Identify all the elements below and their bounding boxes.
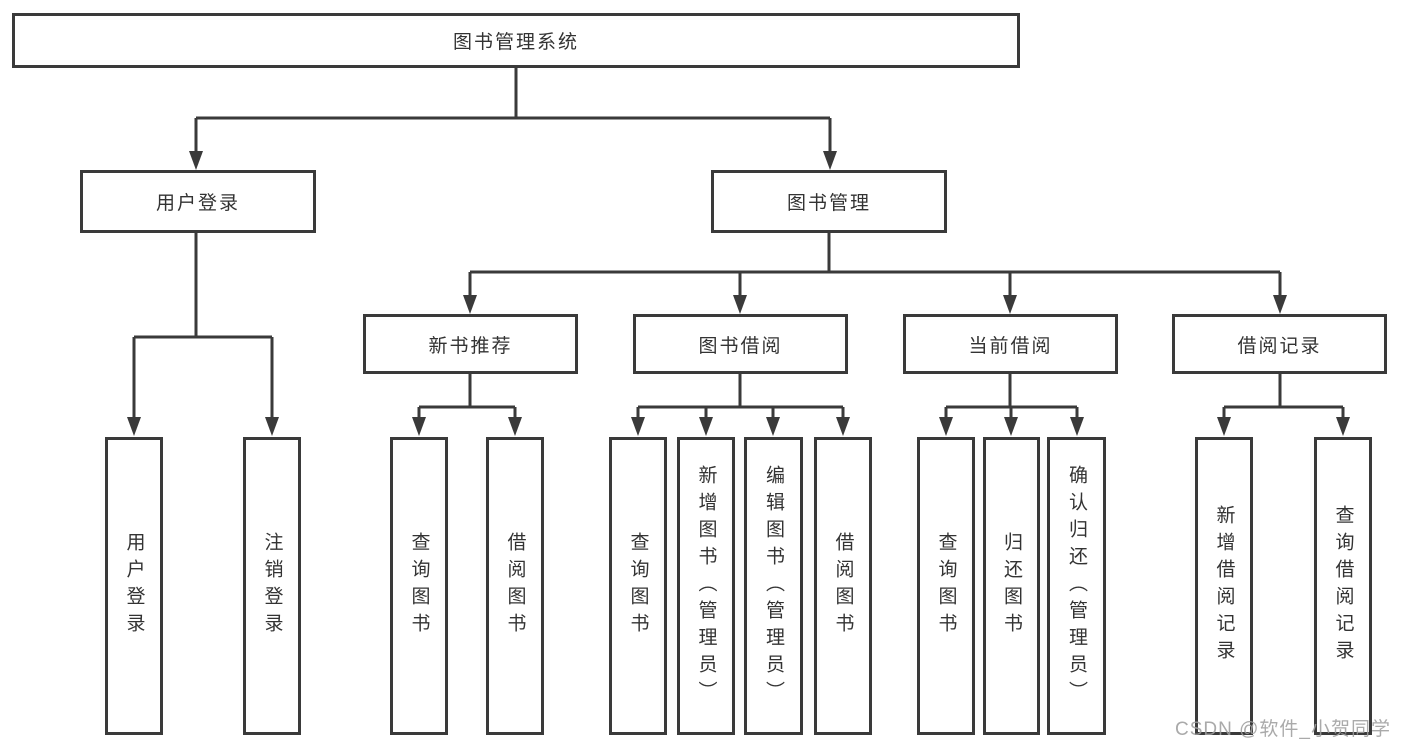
node-borrow-records: 借阅记录 [1172,314,1387,374]
node-current-borrow: 当前借阅 [903,314,1118,374]
leaf-add-book-admin: 新增图书（管理员） [677,437,735,735]
leaf-edit-book-admin: 编辑图书（管理员） [744,437,803,735]
csdn-watermark: CSDN @软件_小贺同学 [1175,719,1391,740]
leaf-recommend-query-books: 查询图书 [390,437,448,735]
node-new-book-recommend: 新书推荐 [363,314,578,374]
leaf-recommend-borrow-books: 借阅图书 [486,437,544,735]
node-book-borrow: 图书借阅 [633,314,848,374]
leaf-query-borrow-record: 查询借阅记录 [1314,437,1372,735]
leaf-confirm-return-admin: 确认归还（管理员） [1047,437,1106,735]
leaf-add-borrow-record: 新增借阅记录 [1195,437,1253,735]
leaf-borrow-query-books: 查询图书 [609,437,667,735]
leaf-current-query-books: 查询图书 [917,437,975,735]
node-library-system: 图书管理系统 [12,13,1020,68]
leaf-borrow-books: 借阅图书 [814,437,872,735]
node-book-management: 图书管理 [711,170,947,233]
leaf-logout-login: 注销登录 [243,437,301,735]
leaf-return-books: 归还图书 [983,437,1040,735]
node-user-login: 用户登录 [80,170,316,233]
leaf-user-login: 用户登录 [105,437,163,735]
